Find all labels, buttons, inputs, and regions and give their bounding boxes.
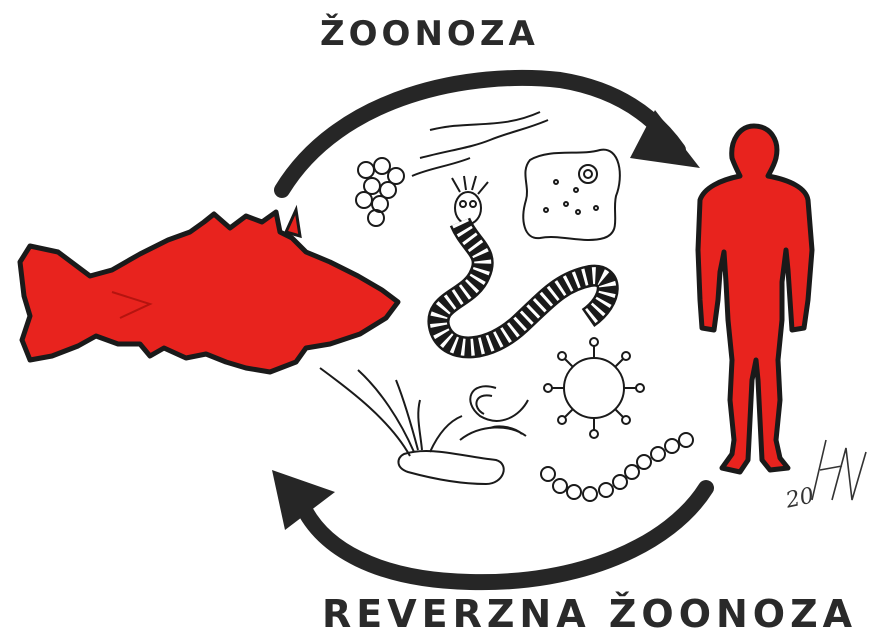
trichomonad-icon [320,368,504,484]
signature-mark [812,440,866,500]
bacteria-cluster-icon [356,158,404,226]
amoeba-icon [523,150,620,240]
virus-icon [544,338,644,438]
filaria-icon [460,386,528,440]
nematode-icon [412,112,548,176]
bead-chain-icon [541,433,693,501]
fish-figure [20,210,398,372]
reverse-zoonosis-arrow [300,488,706,582]
human-figure [698,126,812,472]
tapeworm-icon [438,176,607,347]
zoonosis-arrow [282,78,678,190]
